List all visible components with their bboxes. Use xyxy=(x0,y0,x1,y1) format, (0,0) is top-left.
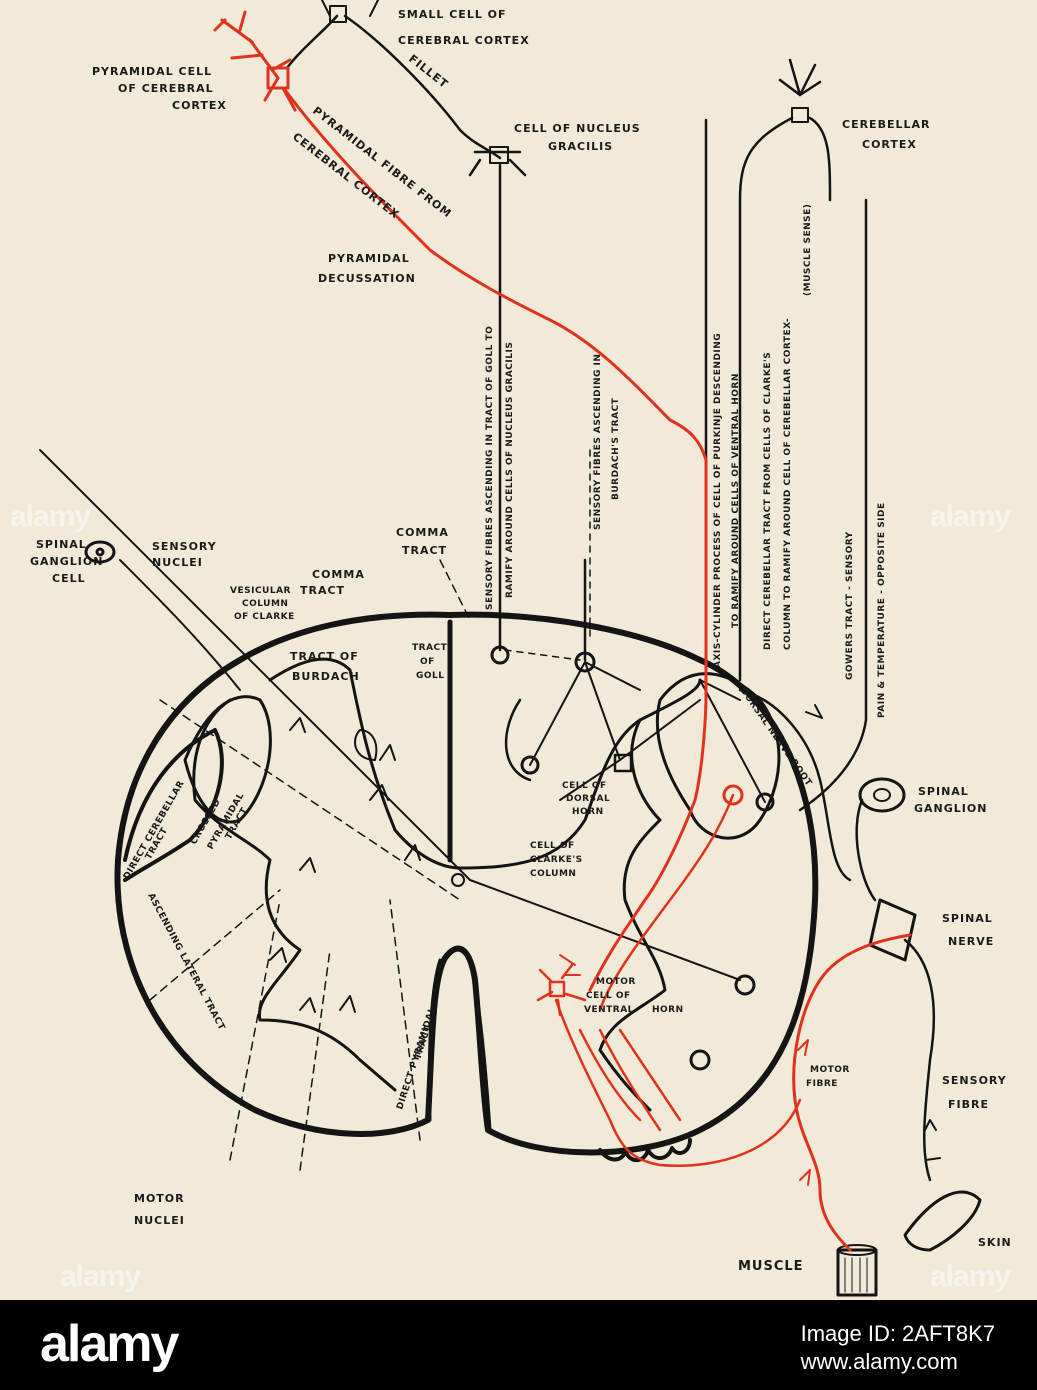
label-direct-cerebellar-2: COLUMN TO RAMIFY AROUND CELL OF CEREBELL… xyxy=(783,318,793,650)
label-spinal-ganglion-line2: GANGLION xyxy=(914,802,987,815)
label-motor-nuclei-line2: NUCLEI xyxy=(134,1214,185,1227)
label-tract-of-goll-line2: OF xyxy=(420,657,435,667)
diagram-stage: SMALL CELL OF CEREBRAL CORTEX PYRAMIDAL … xyxy=(10,0,1012,1297)
label-spinal-ganglion-line1: SPINAL xyxy=(918,785,969,798)
label-spinal-nerve-line1: SPINAL xyxy=(942,912,993,925)
label-cerebellar-cortex-line2: CORTEX xyxy=(862,138,917,151)
label-motor-cell-line2: CELL OF xyxy=(586,991,631,1001)
label-comma-tract-top-line2: TRACT xyxy=(402,544,447,557)
label-gowers-2: PAIN & TEMPERATURE - OPPOSITE SIDE xyxy=(877,502,887,718)
label-sensory-fibre-line1: SENSORY xyxy=(942,1074,1007,1087)
red-fibres xyxy=(213,10,912,1252)
label-sensory-fibres-goll-2: RAMIFY AROUND CELLS OF NUCLEUS GRACILIS xyxy=(505,342,515,598)
label-cell-clarkes-line3: COLUMN xyxy=(530,869,576,879)
watermark: alamy xyxy=(930,1260,1011,1293)
footer-logo[interactable]: alamy xyxy=(40,1315,179,1373)
label-small-cell-line1: SMALL CELL OF xyxy=(398,8,507,21)
label-tract-of-goll-line3: GOLL xyxy=(416,671,445,681)
label-cerebellar-cortex-line1: CEREBELLAR xyxy=(842,118,930,131)
label-cerebral-cortex-word: CEREBRAL CORTEX xyxy=(290,130,402,221)
label-spinal-ganglion-cell-line2: GANGLION xyxy=(30,555,103,568)
label-gowers-1: GOWERS TRACT - SENSORY xyxy=(845,531,855,680)
spinal-cord-outline xyxy=(114,611,819,1163)
label-pyramidal-decussation-line2: DECUSSATION xyxy=(318,272,416,285)
label-spinal-ganglion-cell-line1: SPINAL xyxy=(36,538,87,551)
label-vesicular-column-line1: VESICULAR xyxy=(230,586,291,596)
label-axis-cylinder-2: TO RAMIFY AROUND CELLS OF VENTRAL HORN xyxy=(731,373,741,628)
label-motor-cell-line3: VENTRAL xyxy=(584,1005,634,1015)
label-tract-of-burdach-line1: TRACT OF xyxy=(290,650,359,663)
label-sensory-burdach-1: SENSORY FIBRES ASCENDING IN xyxy=(593,354,603,530)
label-nucleus-gracilis-line1: CELL OF NUCLEUS xyxy=(514,122,641,135)
label-comma-tract-top-line1: COMMA xyxy=(396,526,449,539)
label-motor-nuclei-line1: MOTOR xyxy=(134,1192,185,1205)
label-skin: SKIN xyxy=(978,1236,1012,1249)
label-vesicular-column-line2: COLUMN xyxy=(242,599,288,609)
label-motor-fibre-line2: FIBRE xyxy=(806,1079,838,1089)
label-pyramidal-cell-line2: OF CEREBRAL xyxy=(118,82,214,95)
label-ascending-lateral: ASCENDING LATERAL TRACT xyxy=(145,892,226,1033)
label-cell-clarkes-line2: CLARKE'S xyxy=(530,855,583,865)
label-cell-dorsal-horn-line2: DORSAL xyxy=(566,794,610,804)
label-tract-of-goll-line1: TRACT xyxy=(412,643,448,653)
spinal-cord-diagram: SMALL CELL OF CEREBRAL CORTEX PYRAMIDAL … xyxy=(30,0,1012,1297)
label-muscle: MUSCLE xyxy=(738,1259,804,1274)
label-cell-dorsal-horn-line1: CELL OF xyxy=(562,781,607,791)
label-cell-clarkes-line1: CELL OF xyxy=(530,841,575,851)
black-fibres xyxy=(39,0,982,1297)
label-direct-cerebellar-1: DIRECT CEREBELLAR TRACT FROM CELLS OF CL… xyxy=(763,352,773,650)
labels: SMALL CELL OF CEREBRAL CORTEX PYRAMIDAL … xyxy=(30,8,1012,1274)
label-nucleus-gracilis-line2: GRACILIS xyxy=(548,140,613,153)
label-small-cell-line2: CEREBRAL CORTEX xyxy=(398,34,530,47)
label-fillet: FILLET xyxy=(406,52,451,91)
footer-info: Image ID: 2AFT8K7 www.alamy.com xyxy=(801,1320,995,1376)
label-motor-cell-line1: MOTOR xyxy=(596,977,636,987)
site-url[interactable]: www.alamy.com xyxy=(800,1349,958,1374)
watermark: alamy xyxy=(930,500,1011,533)
label-sensory-burdach-2: BURDACH'S TRACT xyxy=(611,397,621,500)
label-pyramidal-decussation-line1: PYRAMIDAL xyxy=(328,252,410,265)
label-spinal-nerve-line2: NERVE xyxy=(948,935,994,948)
image-id: Image ID: 2AFT8K7 xyxy=(800,1321,995,1346)
label-comma-tract-line2: TRACT xyxy=(300,584,345,597)
label-sensory-fibres-goll-1: SENSORY FIBRES ASCENDING IN TRACT OF GOL… xyxy=(485,326,495,610)
label-sensory-nuclei-line2: NUCLEI xyxy=(152,556,203,569)
label-horn: HORN xyxy=(652,1005,684,1015)
label-axis-cylinder-1: AXIS-CYLINDER PROCESS OF CELL OF PURKINJ… xyxy=(713,333,723,668)
label-pyramidal-cell-line3: CORTEX xyxy=(172,99,227,112)
label-spinal-ganglion-cell-line3: CELL xyxy=(52,572,86,585)
label-comma-tract-line1: COMMA xyxy=(312,568,365,581)
label-vesicular-column-line3: OF CLARKE xyxy=(234,612,295,622)
watermark: alamy xyxy=(10,500,91,533)
label-tract-of-burdach-line2: BURDACH xyxy=(292,670,360,683)
label-cell-dorsal-horn-line3: HORN xyxy=(572,807,604,817)
footer-bar: alamy Image ID: 2AFT8K7 www.alamy.com xyxy=(0,1300,1037,1390)
watermark: alamy xyxy=(60,1260,141,1293)
label-sensory-nuclei-line1: SENSORY xyxy=(152,540,217,553)
label-motor-fibre-line1: MOTOR xyxy=(810,1065,850,1075)
label-sensory-fibre-line2: FIBRE xyxy=(948,1098,989,1111)
label-pyramidal-cell-line1: PYRAMIDAL CELL xyxy=(92,65,212,78)
label-direct-cerebellar-3: (MUSCLE SENSE) xyxy=(803,204,813,296)
